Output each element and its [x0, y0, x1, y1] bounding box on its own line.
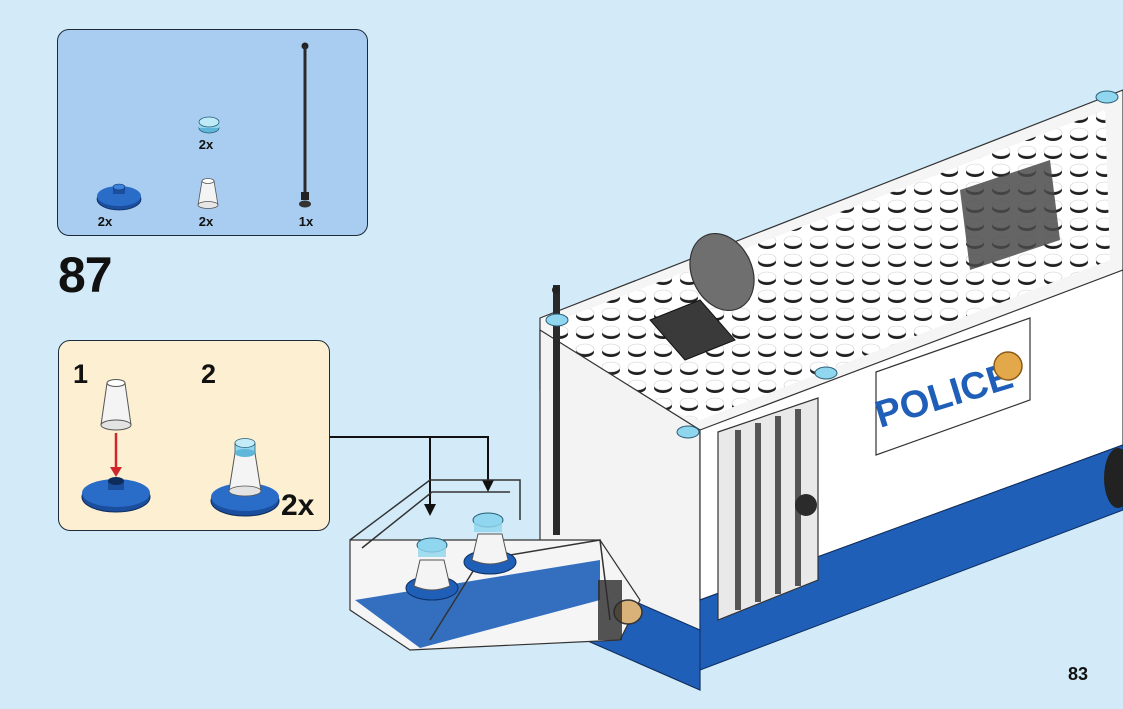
- step-1-assembly-illustration: [81, 379, 151, 513]
- dish-quantity: 2x: [97, 214, 113, 229]
- parts-list-panel: 2x 2x 2x 1x: [57, 29, 368, 236]
- sub-step-2-label: 2: [201, 359, 217, 389]
- white-cone-icon: [197, 178, 219, 209]
- cone-quantity: 2x: [198, 214, 214, 229]
- page-number: 83: [1068, 664, 1089, 684]
- step-2-assembly-illustration: [210, 438, 280, 517]
- sub-assembly-panel: 1 2 2x: [58, 340, 330, 531]
- trans-light-blue-tile-icon: [198, 116, 220, 134]
- antenna-quantity: 1x: [298, 214, 314, 229]
- antenna-icon: [299, 42, 311, 208]
- blue-round-dish-icon: [96, 183, 142, 211]
- sub-assembly-multiplier: 2x: [281, 489, 315, 522]
- step-number: 87: [58, 247, 113, 303]
- tile-quantity: 2x: [198, 137, 214, 152]
- sub-step-1-label: 1: [73, 359, 89, 389]
